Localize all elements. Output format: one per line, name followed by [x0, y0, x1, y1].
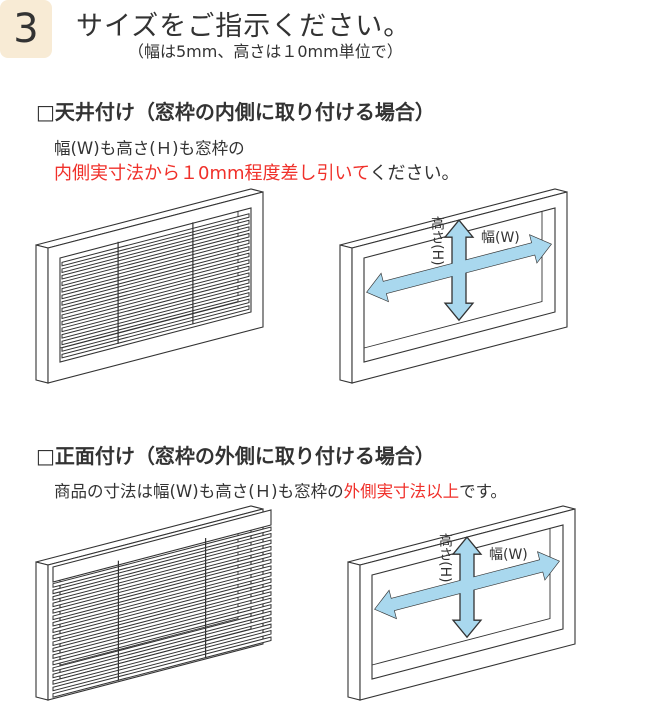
blind-slat — [52, 591, 272, 653]
blind-slat — [52, 616, 272, 679]
blind-slat — [52, 578, 272, 640]
blind-slat — [52, 558, 272, 621]
blind-slat — [52, 629, 272, 692]
blind-slat — [61, 252, 250, 306]
blind-slat — [61, 291, 250, 346]
blind-slat — [61, 305, 250, 359]
blind-slat — [52, 584, 272, 647]
step-subtitle: （幅は5mm、高さは１0mm単位で） — [128, 42, 403, 61]
frame-side-edge — [339, 244, 353, 384]
width-arrow-fill — [367, 235, 551, 302]
blind-slat — [52, 545, 272, 608]
blind-slat — [61, 285, 250, 339]
blind-slat — [61, 298, 250, 352]
outside-mount-line: 商品の寸法は幅(W)も高さ(Ｈ)も窓枠の外側実寸法以上です。 — [54, 478, 507, 502]
blind-slat — [52, 526, 272, 588]
frame-side-edge — [347, 561, 361, 701]
inside-mount-line2: 内側実寸法から１0mm程度差し引いてください。 — [54, 159, 459, 185]
blind-slat — [61, 239, 250, 293]
blind-slat — [61, 278, 250, 333]
inside-mount-blind-illustration — [35, 188, 264, 384]
blind-slat — [61, 213, 250, 267]
blind-slat — [52, 571, 272, 634]
blind-slat — [61, 226, 250, 280]
inside-mount-line2-rest: ください。 — [369, 163, 460, 184]
inside-mount-emphasis: 内側実寸法から１0mm程度差し引いて — [54, 163, 370, 184]
blind-slat — [61, 232, 250, 287]
frame-side-edge — [35, 561, 49, 701]
frame-side-edge — [35, 244, 49, 384]
head-rail — [52, 509, 272, 583]
blind-slat — [61, 259, 250, 313]
blind-slat — [52, 610, 272, 672]
outside-mount-measure-illustration: 幅(W) 高さ(H) — [347, 505, 576, 701]
blind-slat — [61, 265, 250, 320]
step-title: サイズをご指示ください。 — [76, 11, 412, 42]
blind-slat — [52, 565, 272, 627]
width-label: 幅(W) — [489, 547, 528, 563]
blind-slat — [52, 552, 272, 614]
blind-slat — [52, 532, 272, 595]
blind-slat — [52, 597, 272, 660]
height-label: 高さ(H) — [437, 533, 453, 583]
width-arrow-fill — [375, 552, 559, 619]
width-label: 幅(W) — [481, 230, 520, 246]
outside-mount-prefix: 商品の寸法は幅(W)も高さ(Ｈ)も窓枠の — [54, 482, 344, 501]
blind-slat — [61, 245, 250, 300]
inside-mount-heading: □天井付け（窓枠の内側に取り付ける場合） — [36, 100, 435, 124]
blind-slat — [52, 604, 272, 666]
outside-mount-blind-illustration — [35, 505, 272, 701]
inside-mount-line1: 幅(W)も高さ(Ｈ)も窓枠の — [54, 139, 245, 158]
blind-slat — [61, 272, 250, 326]
outside-mount-suffix: です。 — [459, 482, 507, 501]
inside-mount-measure-illustration: 幅(W) 高さ(H) — [339, 188, 568, 384]
step-number-badge: 3 — [0, 0, 52, 58]
blind-slat — [52, 539, 272, 601]
outside-mount-emphasis: 外側実寸法以上 — [343, 482, 460, 501]
outside-mount-heading: □正面付け（窓枠の外側に取り付ける場合） — [36, 444, 435, 468]
height-label: 高さ(H) — [429, 216, 445, 266]
blind-slat — [52, 636, 272, 698]
blind-slat — [61, 219, 250, 274]
blind-slat — [52, 623, 272, 685]
